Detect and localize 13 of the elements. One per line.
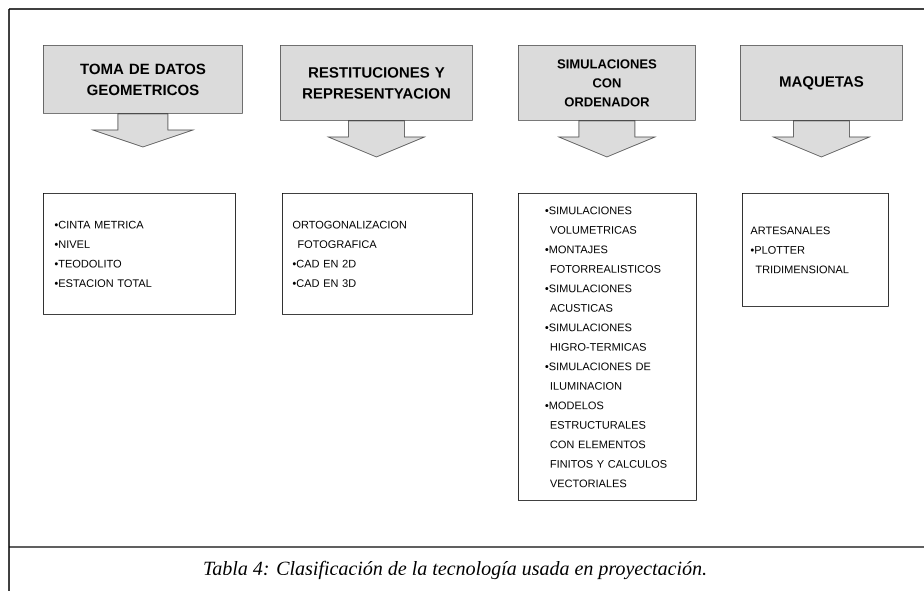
list-box: ARTESANALES •PLOTTER TRIDIMENSIONAL [742,192,889,307]
block-arrow [771,120,872,158]
block-arrow [326,120,426,158]
list-box: •CINTA METRICA •NIVEL •TEODOLITO •ESTACION TOTAL [43,192,236,315]
block-arrow [90,113,196,148]
list-box: ORTOGONALIZACION FOTOGRAFICA •CAD EN 2D •CAD EN 3D [282,192,473,315]
header-box: RESTITUCIONES Y REPRESENTYACION [280,45,473,121]
header-box: SIMULACIONES CON ORDENADOR [518,45,696,121]
list-box: •SIMULACIONES VOLUMETRICAS •MONTAJES FOTORREALISTICOS •SIMULACIONES ACUSTICAS •SIMULACIONES HIGRO-TERMICAS •SIMULACIONES DE ILUMINACION •MODELOS ESTRUCTURALES CON ELEMENTOS FINITOS Y CALCULOS VECTORIALES [518,192,697,501]
header-box: TOMA DE DATOS GEOMETRICOS [43,45,243,114]
header-box: MAQUETAS [740,45,903,121]
caption: Tabla 4: Clasificación de la tecnología usada en proyectación. [204,560,706,580]
block-arrow [556,120,657,158]
